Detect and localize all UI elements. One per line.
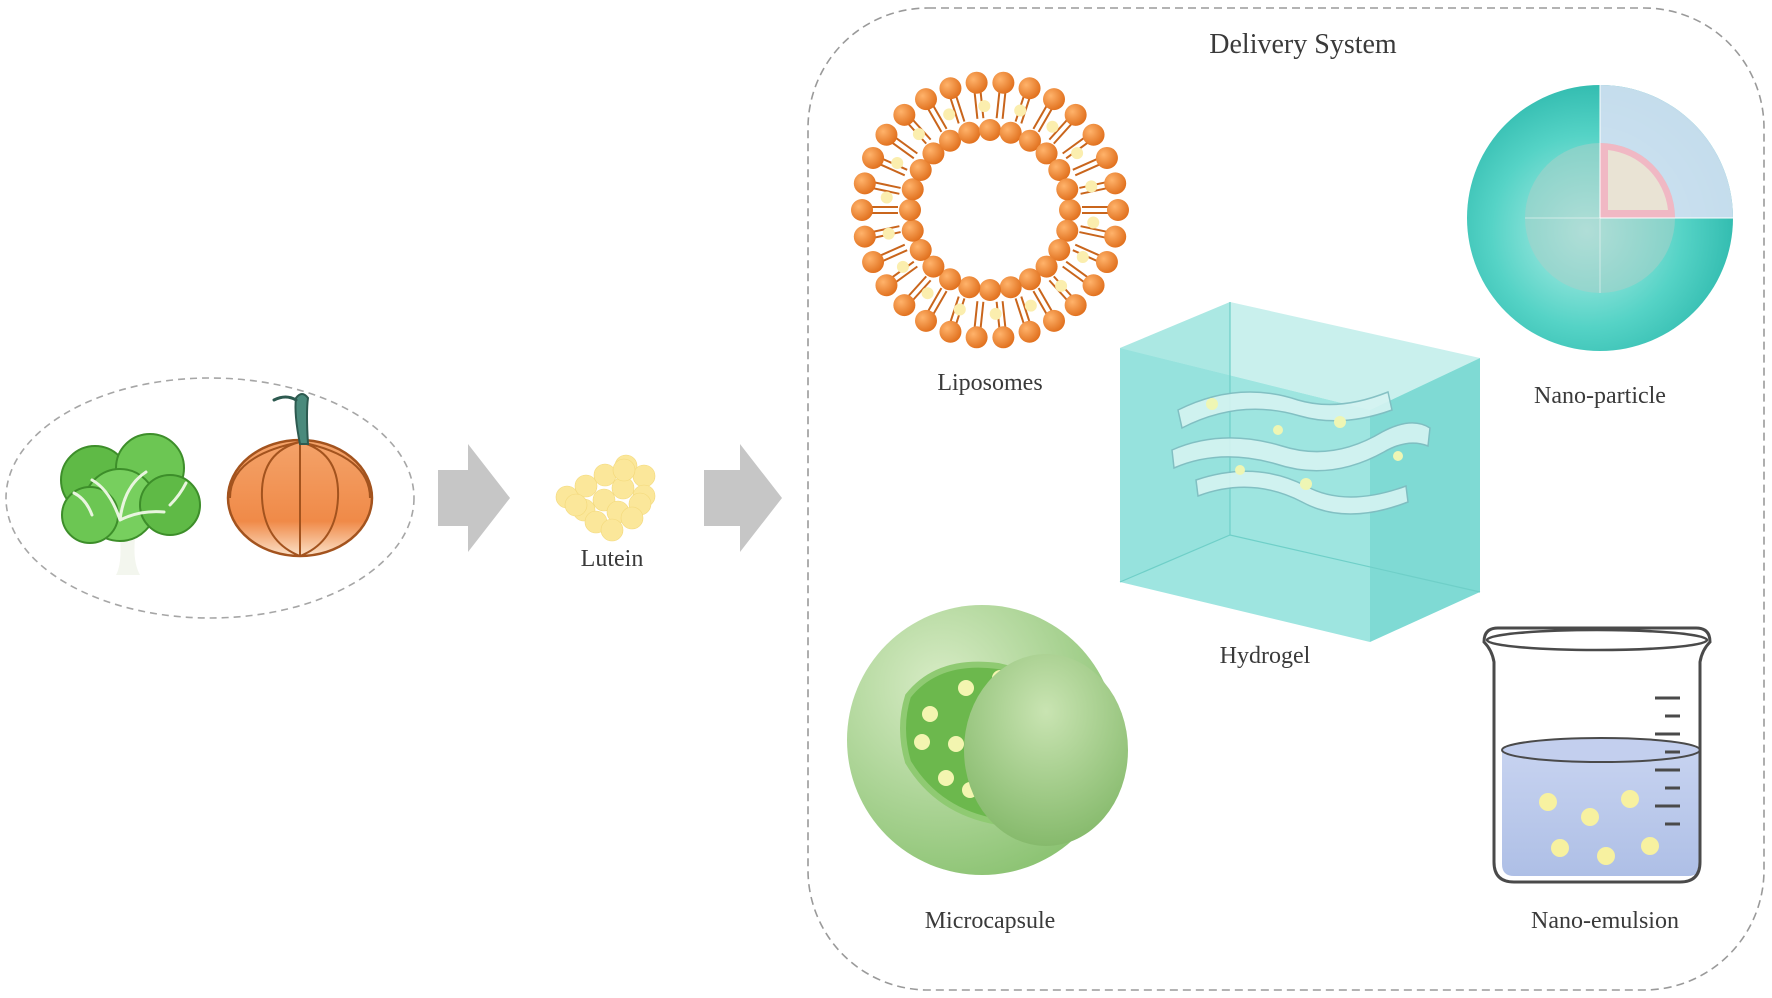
nano-emulsion-label: Nano-emulsion — [1531, 908, 1679, 934]
lettuce-icon — [60, 433, 201, 575]
sources-boundary — [5, 377, 415, 619]
microcapsule-label: Microcapsule — [925, 908, 1056, 934]
liposomes-label: Liposomes — [937, 370, 1042, 396]
pumpkin-icon — [226, 393, 374, 558]
delivery-system-title: Delivery System — [1209, 29, 1397, 60]
lutein-label: Lutein — [581, 546, 644, 572]
microcapsule-icon — [847, 605, 1128, 875]
nanoparticle-icon — [1467, 85, 1733, 351]
sources-group — [5, 377, 415, 619]
hydrogel-icon — [1119, 302, 1481, 642]
delivery-system-boundary — [807, 7, 1765, 991]
arrow-lutein-to-delivery — [704, 444, 782, 552]
hydrogel-label: Hydrogel — [1220, 643, 1311, 669]
liposome-icon — [851, 71, 1129, 349]
lutein-cluster — [555, 454, 656, 542]
arrow-sources-to-lutein — [438, 444, 510, 552]
nano-particle-label: Nano-particle — [1534, 383, 1666, 409]
nano-emulsion-icon — [1482, 626, 1712, 884]
